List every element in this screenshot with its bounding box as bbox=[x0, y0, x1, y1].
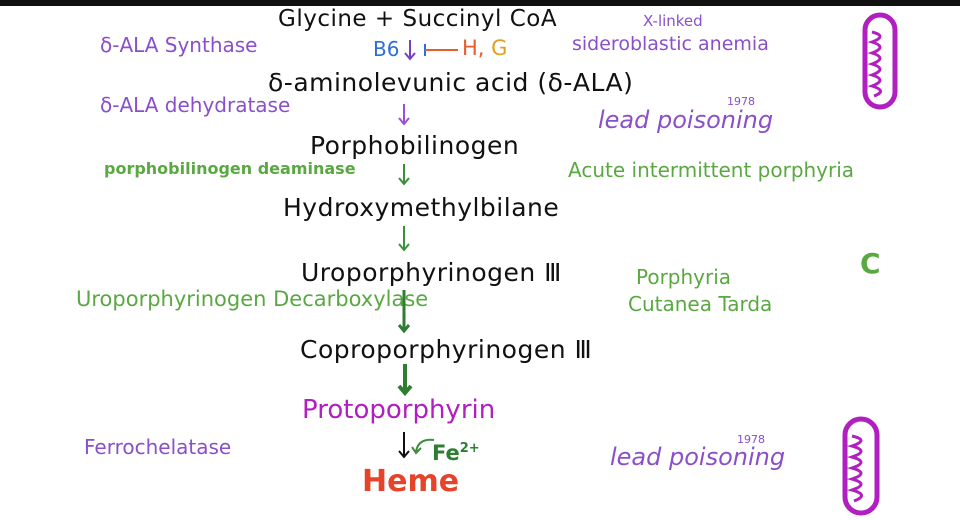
iron-ion: Fe2+ bbox=[432, 442, 480, 464]
delta-ala-suffix: ) bbox=[623, 68, 634, 97]
arrow-proto-to-heme bbox=[398, 432, 410, 459]
hydroxymethylbilane: Hydroxymethylbilane bbox=[283, 193, 560, 222]
disease-lead-year-1: 1978 bbox=[727, 95, 755, 108]
inhibitors: H, G bbox=[462, 38, 507, 59]
disease-lead-poisoning-2: lead poisoning bbox=[610, 443, 786, 471]
delta-ala-abbr: δ-ALA bbox=[547, 68, 624, 97]
disease-lead-year-2: 1978 bbox=[737, 433, 765, 446]
arrow-pbg-to-hmb bbox=[398, 164, 410, 186]
enzyme-ala-synthase: δ-ALA Synthase bbox=[100, 33, 258, 57]
cofactor-b6: B6 bbox=[373, 37, 400, 61]
inhibition-bar bbox=[424, 44, 458, 56]
inhibitor-separator: , bbox=[477, 36, 485, 60]
disease-acute-intermittent-porphyria: Acute intermittent porphyria bbox=[568, 158, 855, 182]
delta-ala-prefix: δ-aminolevunic acid ( bbox=[268, 68, 548, 97]
cofactor-line: B6 bbox=[373, 39, 399, 59]
b6-arrow bbox=[404, 40, 416, 61]
uroporphyrinogen-iii: Uroporphyrinogen Ⅲ bbox=[301, 258, 562, 287]
protoporphyrin: Protoporphyrin bbox=[302, 395, 496, 425]
heme: Heme bbox=[362, 464, 460, 499]
top-border bbox=[0, 0, 960, 6]
disease-pct-line2: Cutanea Tarda bbox=[628, 292, 773, 316]
porphobilinogen: Porphobilinogen bbox=[310, 131, 520, 160]
arrow-ala-to-pbg bbox=[398, 104, 410, 126]
coproporphyrinogen-iii: Coproporphyrinogen Ⅲ bbox=[300, 335, 593, 364]
inhibitor-h: H bbox=[462, 36, 478, 60]
iron-charge: 2+ bbox=[459, 441, 480, 456]
inhibitor-g: G bbox=[491, 36, 508, 60]
arrow-copro-to-proto bbox=[397, 364, 413, 397]
disease-pct-line1: Porphyria bbox=[636, 265, 732, 289]
arrow-uro-to-copro bbox=[397, 290, 411, 334]
enzyme-ferrochelatase: Ferrochelatase bbox=[84, 435, 232, 459]
iron-symbol: Fe bbox=[432, 441, 460, 465]
disease-xlinked-label: X-linked bbox=[643, 12, 703, 30]
mitochondrion-icon bbox=[842, 416, 880, 516]
iron-insertion-arrow bbox=[411, 438, 435, 455]
disease-sideroblastic-anemia: sideroblastic anemia bbox=[572, 33, 769, 55]
disease-lead-poisoning-1: lead poisoning bbox=[598, 106, 774, 134]
enzyme-uro-decarboxylase: Uroporphyrinogen Decarboxylase bbox=[76, 287, 429, 311]
delta-ala: δ-aminolevunic acid (δ-ALA) bbox=[268, 70, 633, 95]
mitochondrion-icon bbox=[862, 12, 898, 110]
arrow-hmb-to-uro bbox=[398, 226, 410, 252]
enzyme-pbg-deaminase: porphobilinogen deaminase bbox=[104, 159, 356, 178]
enzyme-ala-dehydratase: δ-ALA dehydratase bbox=[100, 93, 291, 117]
cytoplasm-label: C bbox=[860, 247, 881, 280]
start-substrates: Glycine + Succinyl CoA bbox=[278, 6, 558, 32]
